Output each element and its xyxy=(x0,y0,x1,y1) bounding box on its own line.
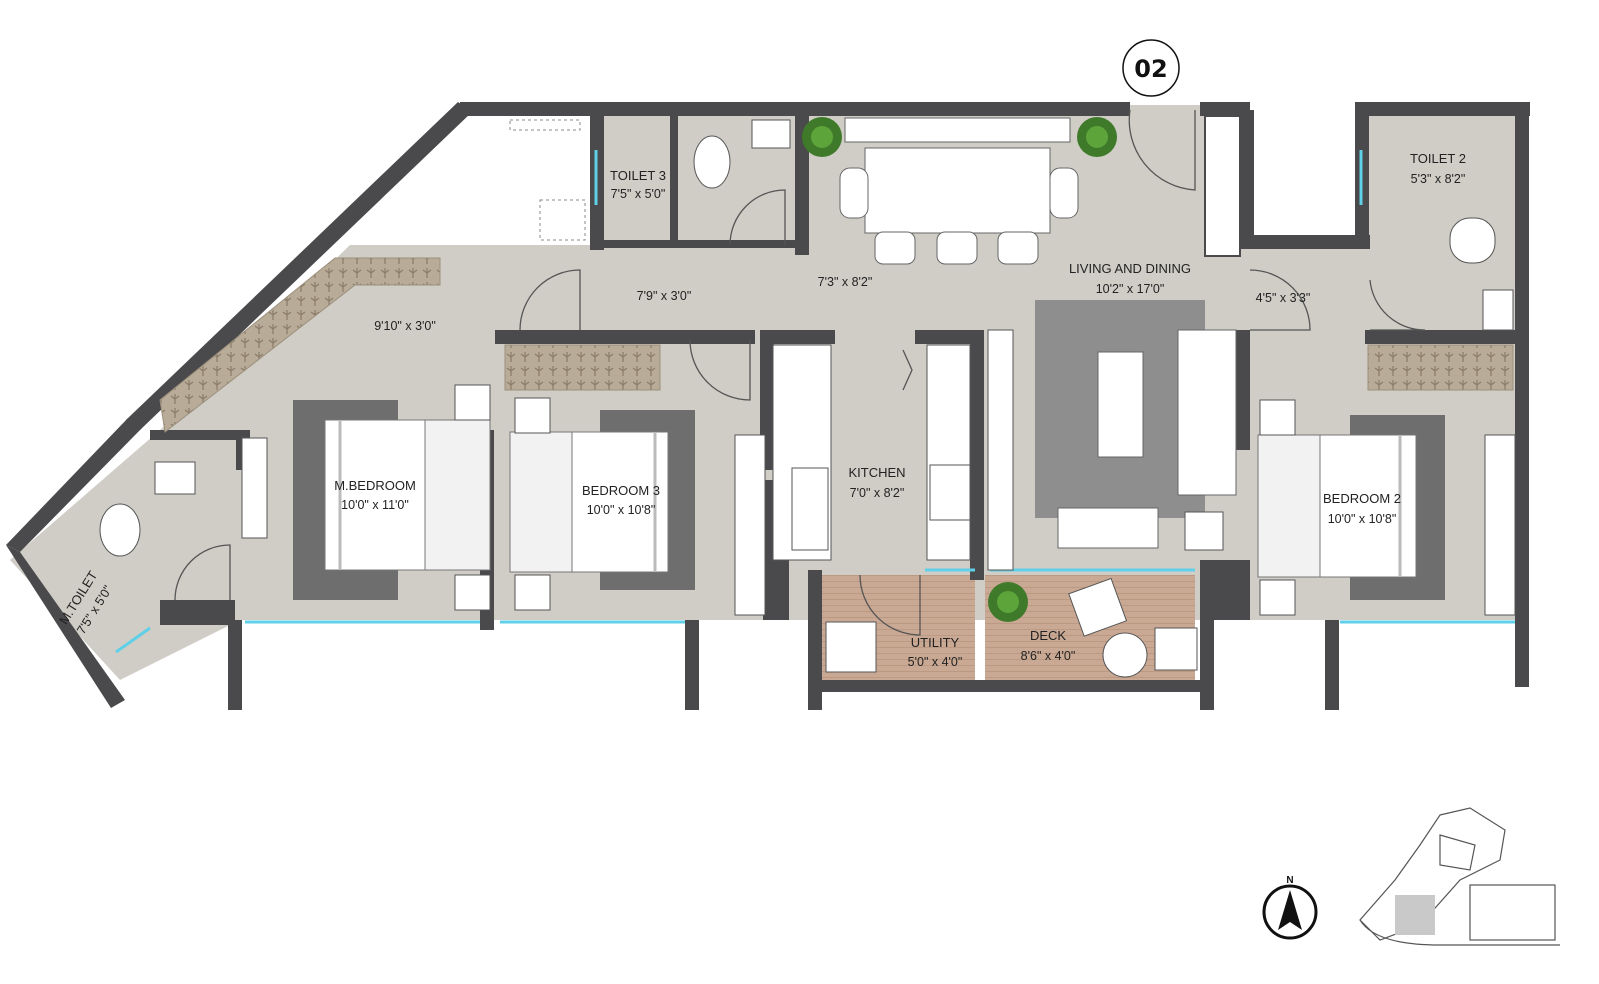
utility-name: UTILITY xyxy=(911,635,960,650)
bedroom3-dim: 10'0" x 10'8" xyxy=(587,503,656,517)
key-plan-icon xyxy=(1359,807,1560,946)
dining-passage-dim: 7'3" x 8'2" xyxy=(818,275,873,289)
wardrobes xyxy=(159,257,1514,433)
living-dim: 10'2" x 17'0" xyxy=(1096,282,1165,296)
deck-dim: 8'6" x 4'0" xyxy=(1021,649,1076,663)
wardrobe-passage-dim: 9'10" x 3'0" xyxy=(374,319,436,333)
mbedroom-name: M.BEDROOM xyxy=(334,478,416,493)
side-units xyxy=(241,329,1516,616)
toilet3-name: TOILET 3 xyxy=(610,168,666,183)
living-furniture xyxy=(1035,300,1237,551)
walls xyxy=(6,102,1530,710)
bedroom2-name: BEDROOM 2 xyxy=(1323,491,1401,506)
mbedroom-dim: 10'0" x 11'0" xyxy=(341,498,409,512)
toilet2-dim: 5'3" x 8'2" xyxy=(1411,172,1466,186)
right-passage-dim: 4'5" x 3'3" xyxy=(1256,291,1311,305)
dining-set xyxy=(839,117,1079,265)
bedroom3-name: BEDROOM 3 xyxy=(582,483,660,498)
toilet-fixtures xyxy=(99,119,1514,557)
utility-dim: 5'0" x 4'0" xyxy=(908,655,963,669)
passage-dim: 7'9" x 3'0" xyxy=(637,289,692,303)
living-name: LIVING AND DINING xyxy=(1069,261,1191,276)
bed-bedroom2 xyxy=(1257,399,1445,616)
north-arrow-icon: N xyxy=(1262,875,1318,940)
kitchen-dim: 7'0" x 8'2" xyxy=(850,486,905,500)
unit-number: 02 xyxy=(1134,55,1167,83)
kitchen-counters xyxy=(772,344,971,561)
windows xyxy=(115,150,1515,654)
bed-bedroom3 xyxy=(509,397,695,611)
north-label: N xyxy=(1286,875,1293,886)
deck-name: DECK xyxy=(1030,628,1066,643)
plants xyxy=(802,117,1117,622)
bed-mbedroom xyxy=(293,384,491,611)
toilet2-name: TOILET 2 xyxy=(1410,151,1466,166)
deck-furniture xyxy=(825,577,1198,678)
toilet3-dim: 7'5" x 5'0" xyxy=(611,187,666,201)
kitchen-name: KITCHEN xyxy=(848,465,905,480)
unit-number-badge: 02 xyxy=(1122,39,1180,97)
bedroom2-dim: 10'0" x 10'8" xyxy=(1328,512,1397,526)
door-swings xyxy=(174,109,1426,636)
